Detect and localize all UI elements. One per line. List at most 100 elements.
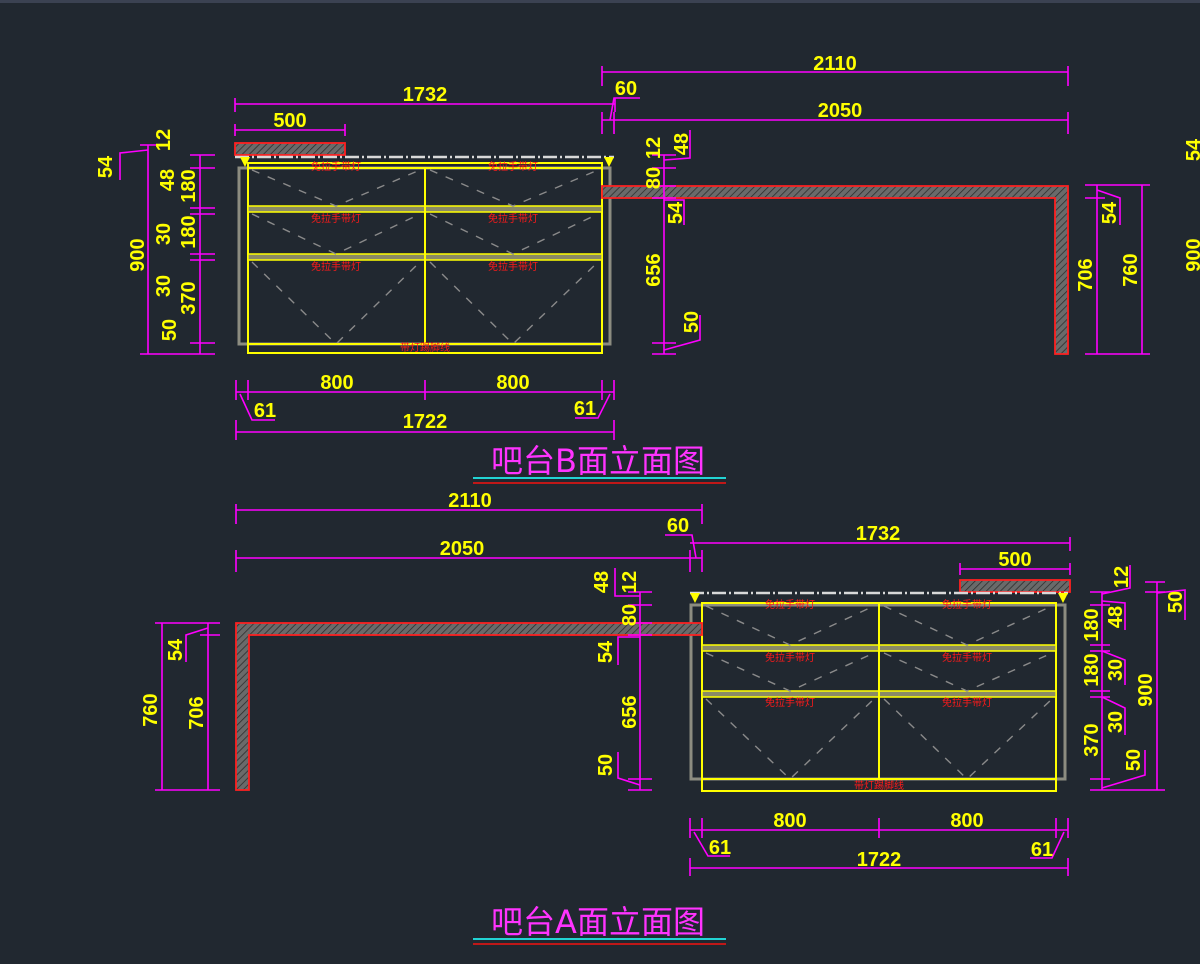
right-dims-b: 54 706 760 54 900 (1075, 138, 1200, 355)
dim-text: 12 (643, 137, 665, 159)
dim-text: 80 (619, 604, 641, 626)
dim-text: 1722 (403, 411, 448, 433)
dim-text: 50 (1123, 749, 1145, 771)
dim-text: 50 (595, 754, 617, 776)
dim-text: 60 (667, 515, 689, 537)
mid-dims-b: 12 48 80 54 656 50 (643, 130, 703, 355)
skirting-label: 带灯踢脚线 (400, 341, 450, 354)
dim-text: 500 (998, 549, 1031, 571)
mid-dims-a: 48 12 80 54 656 50 (591, 568, 652, 791)
dim-text: 2050 (818, 100, 863, 122)
dim-text: 2050 (440, 538, 485, 560)
dim-text: 12 (619, 571, 641, 593)
dim-text: 900 (127, 238, 149, 271)
skirting-label: 带灯踢脚线 (854, 779, 904, 792)
dim-text: 1722 (857, 849, 902, 871)
dim-text: 48 (1105, 606, 1127, 628)
dim-a-2050: 2050 60 (235, 515, 703, 572)
drawer-label: 免拉手带灯 (942, 598, 992, 611)
dim-text: 706 (186, 696, 208, 729)
bottom-dims-a: 800 800 61 61 1722 (689, 810, 1069, 876)
dim-text: 180 (178, 215, 200, 248)
dim-text: 2110 (813, 53, 856, 75)
dim-text: 370 (1081, 723, 1103, 756)
dim-text: 48 (671, 133, 693, 155)
dim-text: 61 (254, 400, 276, 422)
title-b: 吧台B面立面图 (473, 442, 726, 484)
title-a: 吧台A面立面图 (473, 903, 726, 945)
drawer-label: 免拉手带灯 (942, 696, 992, 709)
dim-text: 900 (1135, 673, 1157, 706)
dim-text: 800 (496, 372, 529, 394)
left-dims-b: 54 12 900 48 180 30 180 30 370 50 (95, 129, 215, 355)
dim-text: 50 (1165, 591, 1187, 613)
table-b (601, 185, 1069, 355)
dim-b-500: 500 (234, 110, 346, 136)
dim-text: 54 (95, 155, 117, 178)
dim-text: 656 (619, 695, 641, 728)
dim-text: 54 (1183, 138, 1200, 161)
dim-text: 800 (773, 810, 806, 832)
dim-text: 800 (320, 372, 353, 394)
dim-text: 50 (159, 319, 181, 341)
drawer-label: 免拉手带灯 (311, 260, 361, 273)
dim-text: 30 (1105, 659, 1127, 681)
dim-text: 48 (157, 169, 179, 191)
window-top-edge (0, 0, 1200, 3)
dim-a-2110: 2110 (235, 490, 703, 524)
table-a (235, 622, 703, 791)
dim-text: 61 (709, 837, 731, 859)
dim-text: 800 (950, 810, 983, 832)
countertop-slab (234, 142, 346, 156)
dim-text: 61 (1031, 839, 1053, 861)
dim-text: 30 (153, 275, 175, 297)
dim-text: 760 (140, 693, 162, 726)
countertop-slab (959, 579, 1071, 593)
dim-text: 54 (165, 638, 187, 661)
left-dims-a: 54 760 706 (140, 622, 220, 791)
dim-b-2110: 2110 (601, 53, 1069, 86)
dim-text: 48 (591, 571, 613, 593)
dim-b-1732: 1732 (234, 84, 616, 112)
cabinet-a: 免拉手带灯 免拉手带灯 免拉手带灯 免拉手带灯 免拉手带灯 免拉手带灯 带灯踢脚… (689, 593, 1068, 792)
dim-text: 1732 (856, 523, 901, 545)
bottom-dims-b: 800 800 61 61 1722 (235, 372, 615, 440)
dim-text: 180 (1081, 653, 1103, 686)
drawer-label: 免拉手带灯 (311, 212, 361, 225)
dim-text: 180 (1081, 608, 1103, 641)
dim-text: 12 (153, 129, 175, 151)
dim-text: 30 (1105, 711, 1127, 733)
dim-text: 370 (178, 281, 200, 314)
dim-text: 54 (665, 201, 687, 224)
drawer-label: 免拉手带灯 (765, 696, 815, 709)
dim-text: 54 (1099, 201, 1121, 224)
drawing-title: 吧台A面立面图 (491, 903, 705, 941)
dim-text: 2110 (448, 490, 491, 512)
dim-text: 180 (178, 169, 200, 202)
drawer-label: 免拉手带灯 (311, 160, 361, 173)
dim-text: 30 (153, 223, 175, 245)
dim-text: 50 (681, 311, 703, 333)
drawer-label: 免拉手带灯 (488, 212, 538, 225)
dim-text: 500 (273, 110, 306, 132)
drawer-label: 免拉手带灯 (488, 260, 538, 273)
drawer-label: 免拉手带灯 (765, 651, 815, 664)
elevation-a: 2110 2050 60 1732 500 (140, 490, 1187, 945)
drawing-title: 吧台B面立面图 (491, 442, 705, 480)
elevation-b: 1732 500 2110 2050 60 (95, 53, 1200, 484)
dim-a-500: 500 (959, 549, 1071, 575)
dim-text: 12 (1111, 566, 1133, 588)
dim-text: 54 (595, 640, 617, 663)
dim-b-2050: 2050 (601, 100, 1069, 134)
dim-text: 80 (643, 167, 665, 189)
dim-text: 1732 (403, 84, 448, 106)
drawer-label: 免拉手带灯 (765, 598, 815, 611)
dim-text: 60 (615, 78, 637, 100)
dim-a-1732: 1732 (690, 523, 1071, 551)
dim-text: 706 (1075, 258, 1097, 291)
right-dims-a: 12 48 180 30 180 30 370 50 900 50 (1081, 565, 1187, 791)
drawer-label: 免拉手带灯 (942, 651, 992, 664)
dim-text: 760 (1120, 253, 1142, 286)
dim-text: 61 (574, 398, 596, 420)
